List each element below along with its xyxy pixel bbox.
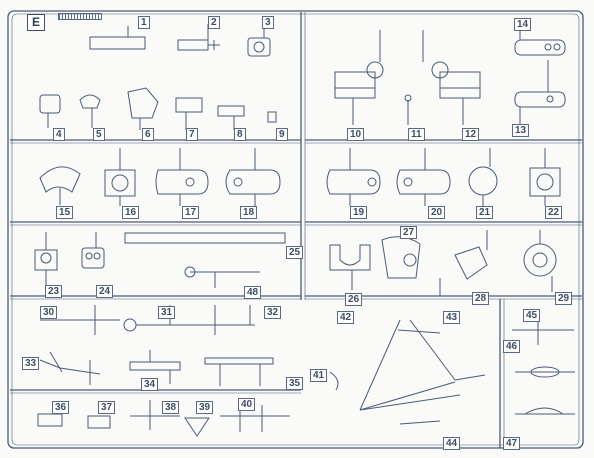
part-number-46: 46 — [503, 340, 521, 353]
part-number-15: 15 — [56, 206, 74, 219]
part-20-shape — [396, 169, 451, 195]
part-10-shape — [334, 71, 376, 99]
part-number-37: 37 — [98, 401, 116, 414]
part-24-shape — [81, 247, 105, 269]
part-5-shape — [79, 94, 101, 109]
part-number-35: 35 — [286, 377, 304, 390]
part-number-47: 47 — [503, 437, 521, 450]
part-number-12: 12 — [462, 128, 480, 141]
part-28-shape — [454, 246, 488, 280]
part-number-28: 28 — [472, 292, 490, 305]
outer-runner-inner — [11, 13, 580, 446]
part-number-27: 27 — [400, 226, 418, 239]
part-number-31: 31 — [158, 306, 176, 319]
part-27-shape — [381, 236, 421, 279]
outer-runner — [7, 10, 584, 449]
part-number-7: 7 — [186, 128, 198, 141]
part-number-45: 45 — [523, 309, 541, 322]
part-29-shape — [523, 243, 557, 277]
part-42-arm — [359, 319, 401, 411]
part-number-48: 48 — [244, 286, 262, 299]
part-34-shape — [129, 361, 181, 371]
part-number-20: 20 — [428, 206, 446, 219]
part-22-shape — [529, 167, 561, 197]
part-number-22: 22 — [545, 206, 563, 219]
part-19-shape — [326, 169, 381, 195]
part-number-29: 29 — [555, 292, 573, 305]
part-number-8: 8 — [234, 128, 246, 141]
part-number-3: 3 — [262, 16, 274, 29]
part-25-bar — [124, 232, 286, 244]
part-43-shape — [397, 329, 441, 334]
part-7-shape — [175, 97, 203, 113]
part-17-shape — [155, 169, 209, 195]
part-number-10: 10 — [347, 128, 365, 141]
part-31-shape — [123, 318, 137, 332]
part-number-6: 6 — [142, 128, 154, 141]
part-2-shape — [177, 39, 209, 51]
part-number-9: 9 — [276, 128, 288, 141]
part-8-shape — [217, 105, 245, 117]
part-12-shape — [439, 71, 481, 99]
part-number-19: 19 — [350, 206, 368, 219]
sprue-letter: E — [27, 14, 45, 31]
part-36-shape — [37, 413, 63, 427]
part-number-39: 39 — [196, 401, 214, 414]
part-1-shape — [89, 36, 146, 50]
part-number-23: 23 — [45, 285, 63, 298]
part-number-21: 21 — [476, 206, 494, 219]
part-44-shape — [399, 420, 441, 425]
part-number-32: 32 — [264, 306, 282, 319]
part-13-shape — [514, 91, 566, 108]
part-39-shape — [184, 417, 210, 437]
part-14-shape — [514, 39, 566, 56]
part-16-shape — [104, 169, 136, 197]
part-9-shape — [267, 111, 277, 123]
part-number-17: 17 — [182, 206, 200, 219]
part-15-shape — [39, 166, 81, 193]
part-number-41: 41 — [310, 369, 328, 382]
part-26-shape — [329, 244, 371, 271]
part-number-13: 13 — [512, 124, 530, 137]
part-number-11: 11 — [408, 128, 425, 141]
part-number-1: 1 — [138, 16, 150, 29]
part-number-44: 44 — [443, 437, 461, 450]
part-number-25: 25 — [286, 246, 304, 259]
part-number-14: 14 — [514, 18, 532, 31]
part-number-38: 38 — [162, 401, 180, 414]
parts — [34, 24, 575, 437]
part-number-42: 42 — [337, 311, 355, 324]
part-23-shape — [34, 249, 58, 271]
part-number-40: 40 — [238, 398, 256, 411]
part-33-shape — [39, 359, 101, 375]
part-number-34: 34 — [141, 378, 159, 391]
part-4-shape — [39, 94, 61, 114]
part-number-24: 24 — [96, 285, 114, 298]
part-number-16: 16 — [122, 206, 140, 219]
part-number-26: 26 — [345, 293, 363, 306]
part-number-2: 2 — [208, 16, 220, 29]
part-21-shape — [468, 166, 498, 196]
part-number-33: 33 — [22, 357, 40, 370]
part-35-shape — [204, 357, 274, 365]
part-number-5: 5 — [93, 128, 105, 141]
part-6-shape — [127, 87, 159, 119]
part-number-4: 4 — [53, 128, 65, 141]
sprue-code-strip — [58, 13, 102, 20]
part-number-18: 18 — [240, 206, 258, 219]
part-number-36: 36 — [52, 401, 70, 414]
part-number-30: 30 — [40, 306, 58, 319]
part-number-43: 43 — [443, 311, 461, 324]
part-18-shape — [225, 169, 281, 195]
part-3-shape — [247, 37, 271, 57]
part-41-shape — [329, 371, 339, 391]
part-37-shape — [87, 415, 111, 429]
